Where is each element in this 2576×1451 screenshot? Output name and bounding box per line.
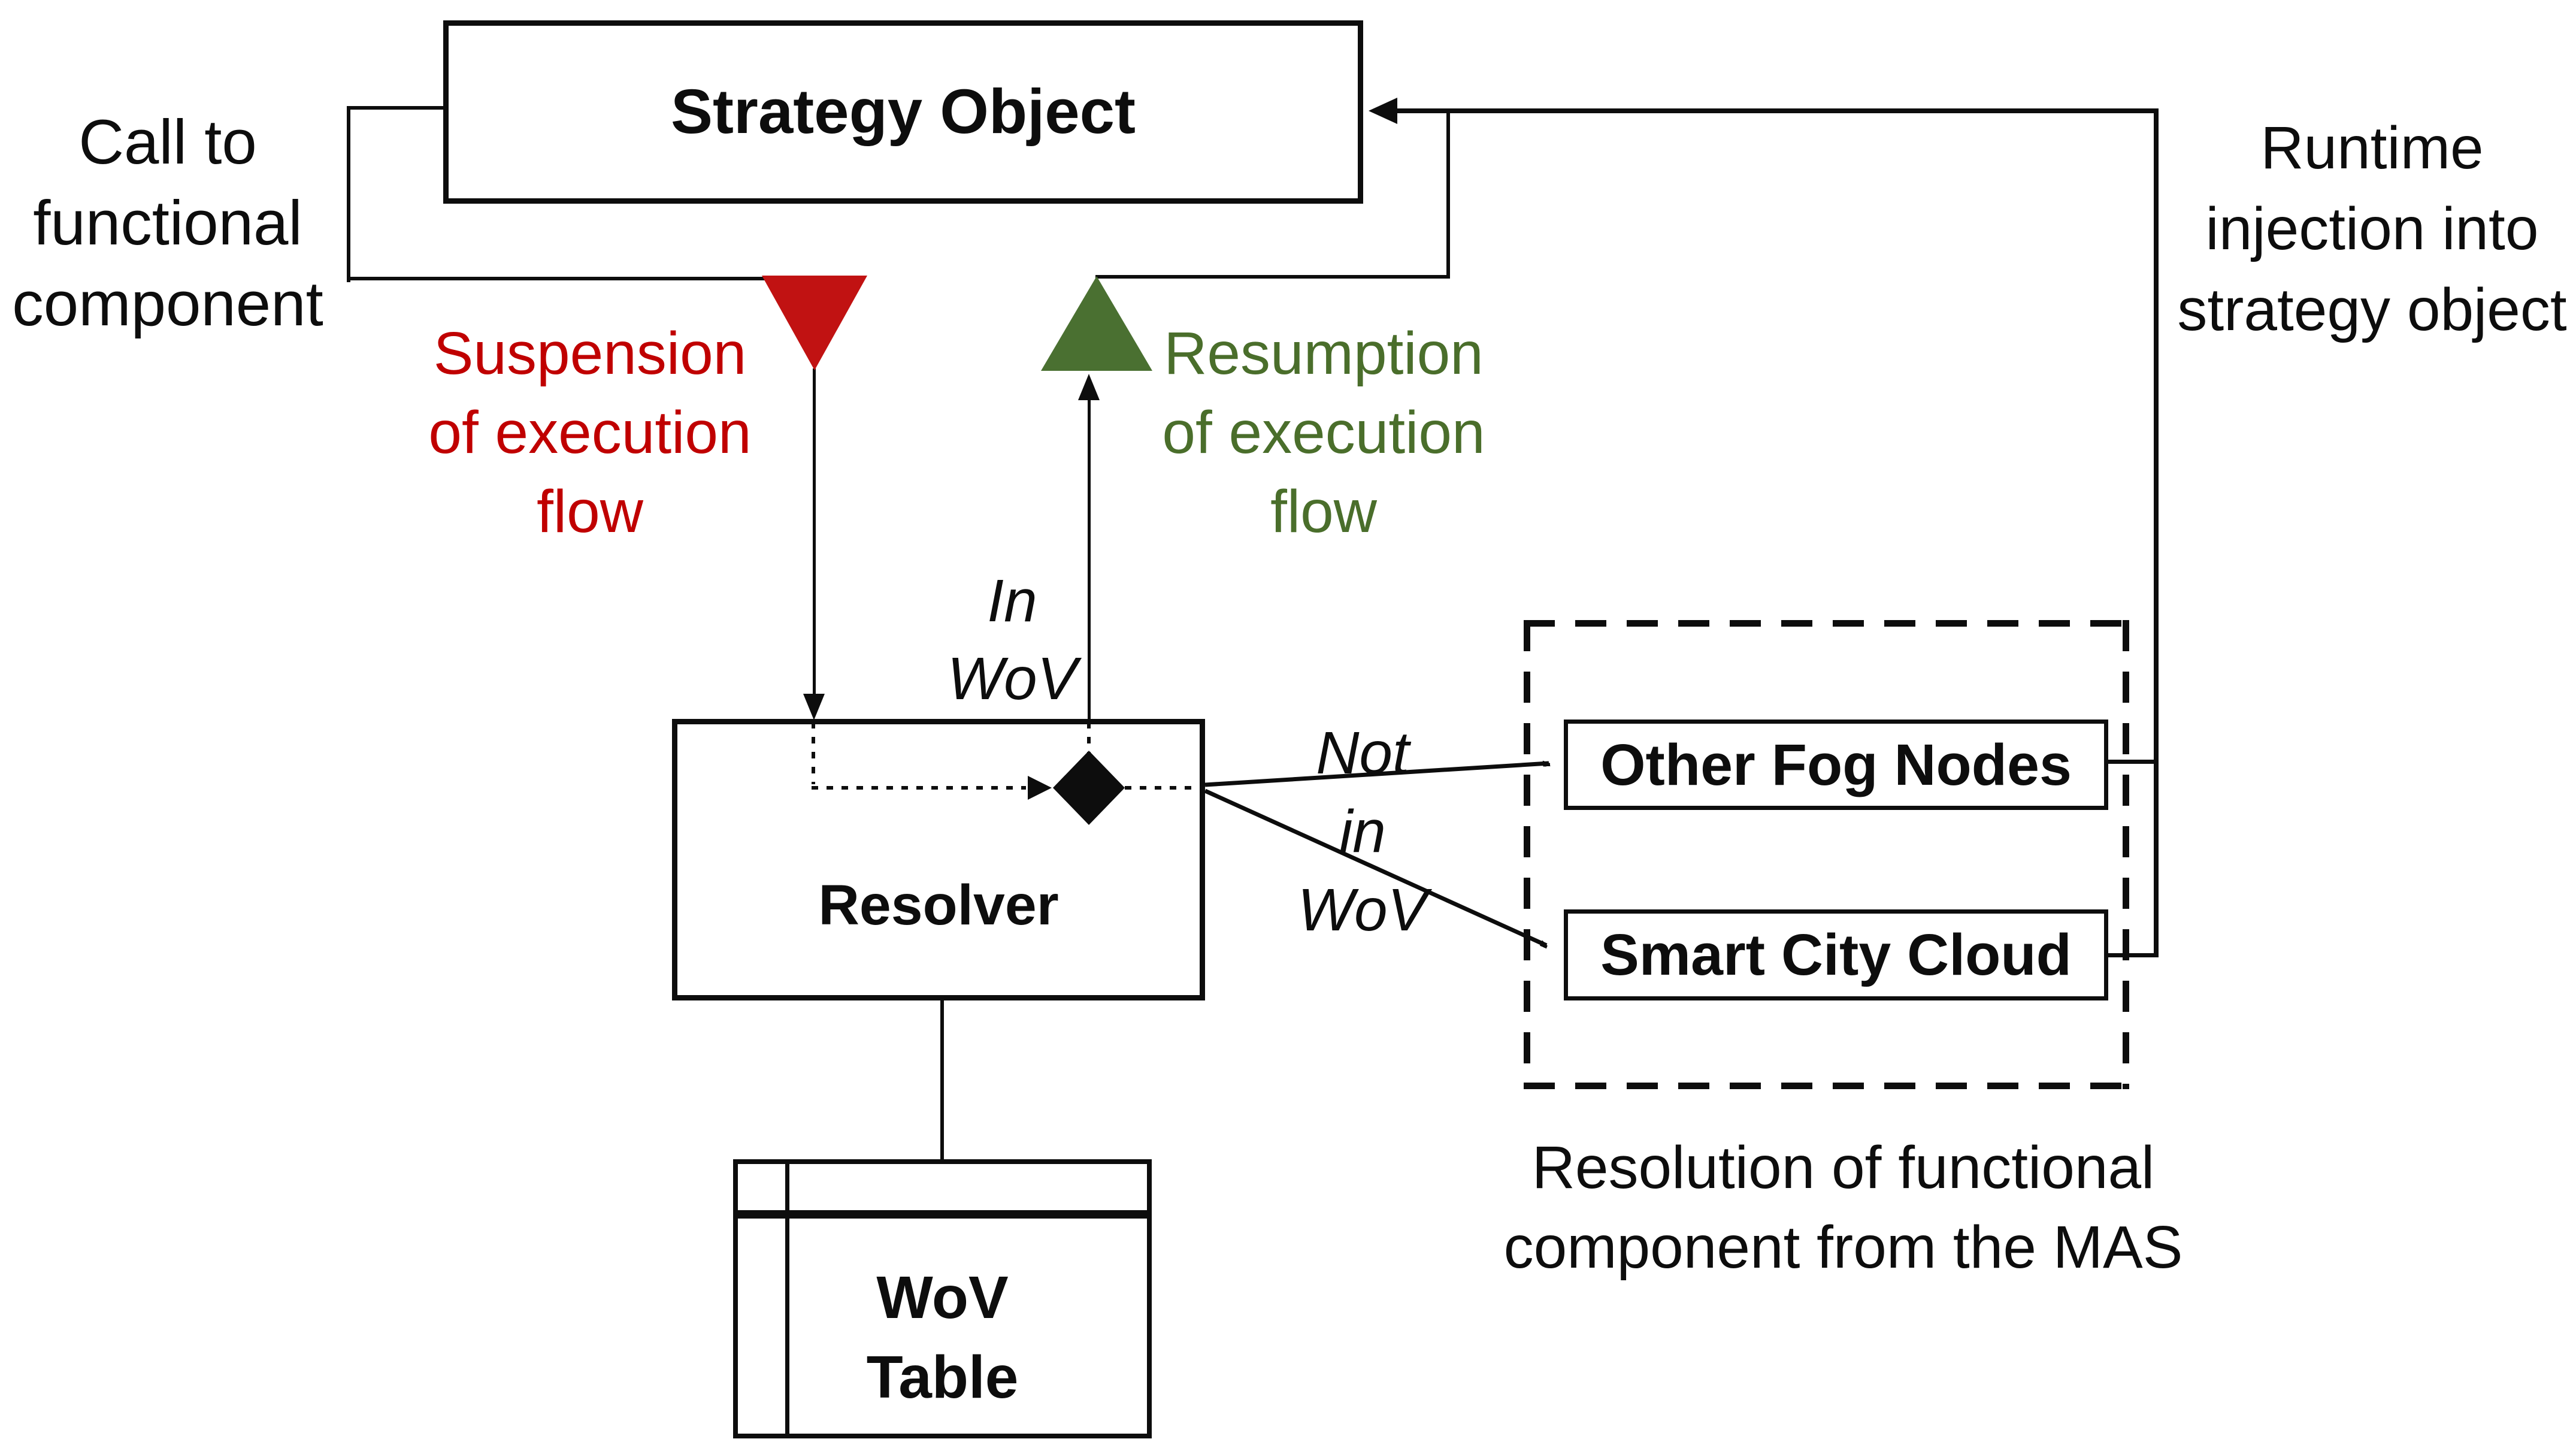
strategy-object-label: Strategy Object [670,77,1136,147]
other-fog-nodes-label: Other Fog Nodes [1600,731,2072,797]
call-connector-vertical [347,106,350,282]
mas-container-border-top [1524,620,2129,627]
in-wov-line1: In [987,567,1037,634]
dotted-arrowhead-right-icon [1028,776,1052,800]
suspension-arrow-shaft [813,368,816,696]
mas-container-border-right [2123,620,2129,1089]
not-in-wov-line2: in [1339,798,1386,865]
call-annotation: Call to functional component [0,102,335,344]
not-in-wov-line3: WoV [1297,876,1428,944]
mas-container-border-left [1524,620,1530,1089]
resumption-triangle-icon [1041,276,1152,371]
resumption-line3: flow [1270,478,1377,545]
call-connector-top [347,106,449,110]
runtime-line3: strategy object [2177,276,2567,343]
resumption-connector-horizontal [1095,275,1450,279]
suspension-line3: flow [537,478,643,545]
strategy-object-box: Strategy Object [443,20,1363,204]
runtime-line1: Runtime [2260,114,2484,182]
runtime-loop-vertical [2154,108,2159,957]
wov-table-label: WoV Table [733,1258,1152,1417]
smart-city-cloud-box: Smart City Cloud [1564,909,2108,1000]
other-fog-nodes-box: Other Fog Nodes [1564,720,2108,810]
mas-resolution-line2: component from the MAS [1503,1214,2183,1281]
in-wov-annotation: In WoV [916,562,1108,718]
mas-container-border-bottom [1524,1083,2129,1089]
wov-table-header-divider [738,1210,1147,1219]
wov-table-label-line1: WoV [876,1264,1009,1331]
suspension-arrowhead-down-icon [803,694,825,720]
resumption-line1: Resumption [1164,320,1484,387]
suspension-triangle-icon [762,276,867,370]
suspension-annotation: Suspension of execution flow [383,314,797,551]
resumption-arrow-shaft [1088,399,1091,719]
dotted-path-to-diamond [812,786,1026,790]
runtime-injection-annotation: Runtime injection into strategy object [2168,108,2576,350]
suspension-line2: of execution [428,399,752,466]
suspension-line1: Suspension [433,320,747,387]
wov-table-column-divider [785,1164,789,1434]
wov-table-label-line2: Table [866,1344,1019,1411]
not-in-wov-annotation: Not in WoV [1267,714,1458,950]
resumption-line2: of execution [1162,399,1485,466]
mas-resolution-line1: Resolution of functional [1531,1134,2155,1201]
dotted-resumption-continuation [1087,722,1091,753]
resumption-annotation: Resumption of execution flow [1117,314,1530,551]
cloud-stub [2108,953,2159,957]
resolver-table-connector [940,998,944,1159]
dotted-path-from-diamond [1125,786,1205,790]
smart-city-cloud-label: Smart City Cloud [1600,922,2072,987]
resumption-connector-vertical [1446,109,1450,279]
injection-arrowhead-left-icon [1369,98,1397,124]
call-line2: functional [33,188,302,258]
call-line3: component [12,269,323,339]
call-line1: Call to [78,107,257,177]
runtime-line2: injection into [2205,195,2539,262]
dotted-suspension-continuation [812,722,815,784]
resumption-arrowhead-up-icon [1078,374,1100,400]
wov-table-box [733,1159,1152,1438]
runtime-injection-line [1378,108,2159,113]
fog-nodes-stub [2108,760,2159,764]
resolver-label: Resolver [818,873,1059,937]
resolver-box: Resolver [672,719,1205,1000]
not-in-wov-line1: Not [1316,720,1409,787]
mas-resolution-annotation: Resolution of functional component from … [1455,1128,2231,1287]
call-connector-bottom [347,277,781,280]
in-wov-line2: WoV [947,645,1077,712]
